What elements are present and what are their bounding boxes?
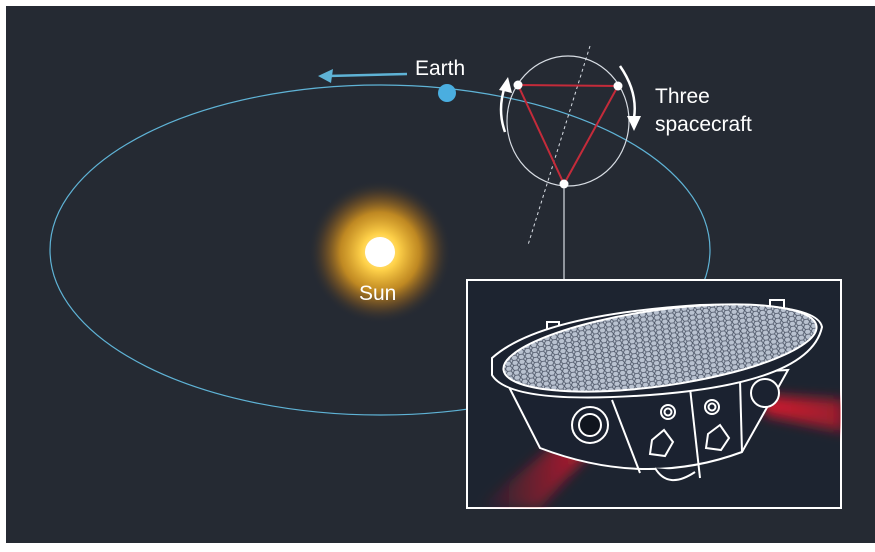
spacecraft-label-line2: spacecraft: [655, 113, 752, 136]
earth-icon: [438, 84, 456, 102]
rotation-arrow-left: [499, 77, 512, 133]
earth-orbit: [49, 84, 711, 416]
spacecraft-inset: [466, 279, 842, 509]
constellation: [506, 45, 630, 280]
sun-label: Sun: [359, 282, 397, 305]
spacecraft-label-line1: Three: [655, 85, 710, 108]
rotation-arrow-right: [618, 65, 641, 131]
earth-direction-arrow: [318, 69, 408, 83]
laser-beam-right: [760, 395, 841, 432]
earth-label: Earth: [415, 57, 466, 80]
telescope-mesh-disc: [491, 303, 824, 399]
sun-icon: [308, 180, 452, 324]
